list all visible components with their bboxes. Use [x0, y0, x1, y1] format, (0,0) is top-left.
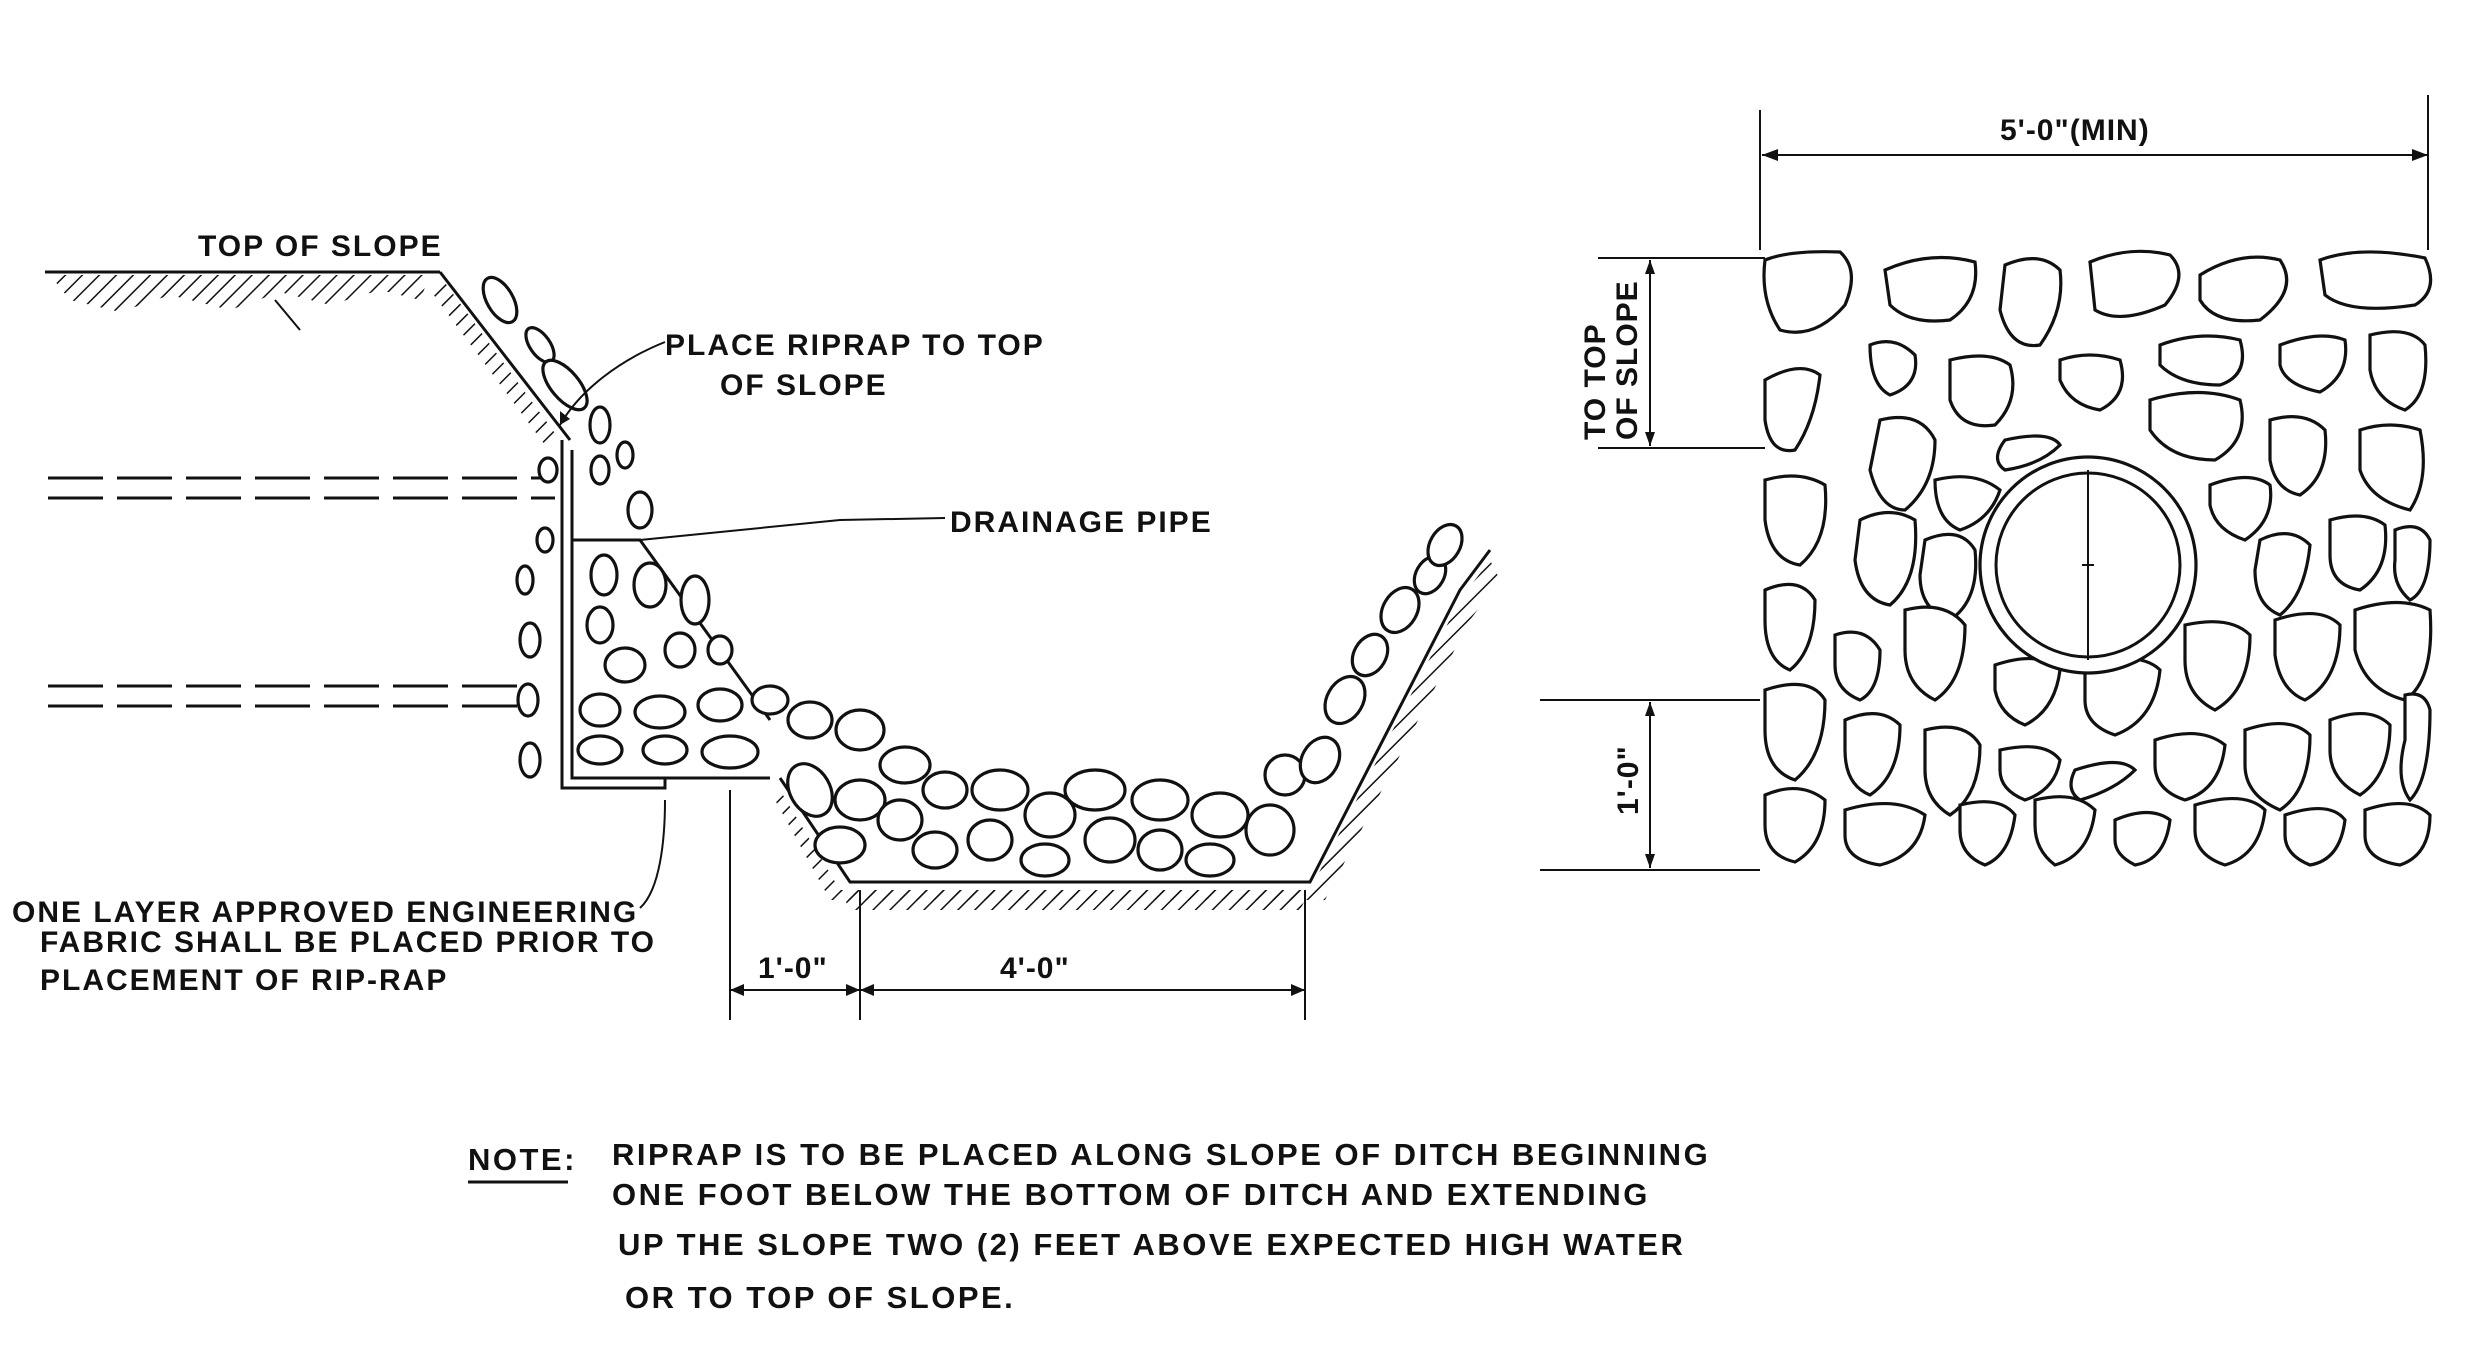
- elevation-bottom-dimension-label: 1'-0": [1612, 745, 1645, 815]
- left-slope-ground: [430, 271, 572, 445]
- toe-dimension-label: 1'-0": [758, 952, 828, 985]
- note-line-3: UP THE SLOPE TWO (2) FEET ABOVE EXPECTED…: [618, 1227, 1685, 1262]
- fabric-note-line3: PLACEMENT OF RIP-RAP: [40, 964, 448, 997]
- drainage-pipe-end-view: [1978, 455, 2198, 675]
- fabric-note-line2: FABRIC SHALL BE PLACED PRIOR TO: [40, 926, 656, 959]
- top-of-slope-label: TOP OF SLOPE: [198, 230, 443, 263]
- section-dimension-lines: [729, 790, 1306, 1020]
- drainage-pipe-label: DRAINAGE PIPE: [950, 506, 1213, 539]
- ground-top-surface: [45, 270, 440, 331]
- to-top-of-slope-label-line1: TO TOP: [1579, 323, 1612, 440]
- place-riprap-label-line2: OF SLOPE: [720, 369, 888, 402]
- riprap-rocks-section: [481, 275, 1464, 878]
- riprap-elevation-view: 5'-0"(MIN) TO TOP OF SLOPE 1'-0": [1540, 95, 2433, 871]
- riprap-rocks-elevation: [1762, 249, 2433, 867]
- place-riprap-label-line1: PLACE RIPRAP TO TOP: [665, 329, 1045, 362]
- note-line-4: OR TO TOP OF SLOPE.: [625, 1280, 1015, 1315]
- elevation-vertical-dimensions: [1540, 257, 1765, 871]
- section-leaders: [559, 341, 946, 909]
- fabric-note-line1: ONE LAYER APPROVED ENGINEERING: [12, 896, 638, 929]
- ditch-section-view: TOP OF SLOPE PLACE RIPRAP TO TOP OF SLOP…: [12, 230, 1500, 1020]
- bottom-width-dimension-label: 4'-0": [1000, 952, 1070, 985]
- to-top-of-slope-label-line2: OF SLOPE: [1611, 280, 1644, 440]
- elevation-width-dimension: [1759, 95, 2429, 250]
- note-line-1: RIPRAP IS TO BE PLACED ALONG SLOPE OF DI…: [612, 1137, 1710, 1172]
- dashed-existing-lines: [48, 476, 555, 708]
- elevation-width-label: 5'-0"(MIN): [2000, 114, 2150, 147]
- general-note: NOTE: RIPRAP IS TO BE PLACED ALONG SLOPE…: [468, 1137, 1710, 1315]
- note-line-2: ONE FOOT BELOW THE BOTTOM OF DITCH AND E…: [612, 1177, 1650, 1212]
- note-label: NOTE:: [468, 1142, 577, 1177]
